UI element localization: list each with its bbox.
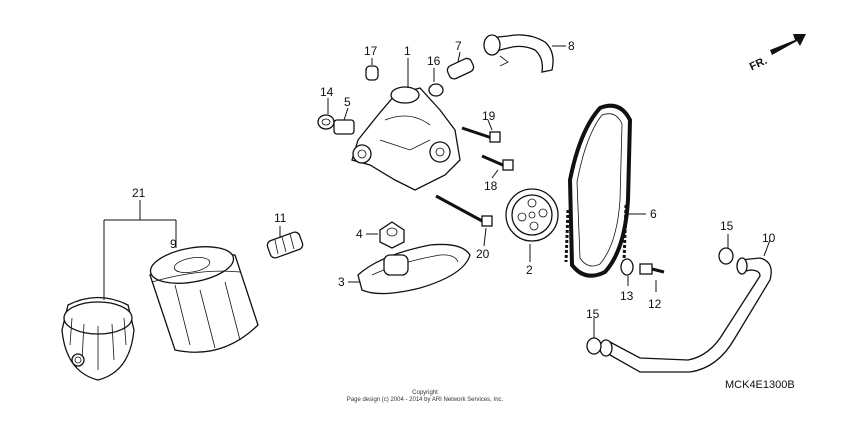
o-ring-15-lower	[586, 337, 602, 355]
bolt-12	[639, 263, 665, 275]
callout-1: 1	[404, 44, 411, 58]
callout-19: 19	[482, 109, 496, 123]
oil-pump-sprocket	[505, 188, 559, 242]
washer-13	[620, 258, 634, 276]
drive-chain	[564, 103, 633, 278]
oil-strainer	[357, 243, 471, 295]
o-ring-15-upper	[718, 247, 734, 265]
callout-15-lower: 15	[586, 307, 600, 321]
oil-filter	[149, 246, 259, 353]
bolt-19	[461, 126, 501, 143]
copyright-line-2: Page design (c) 2004 - 2014 by ARI Netwo…	[347, 397, 504, 403]
dowel-pin-17	[365, 65, 379, 81]
callout-16: 16	[427, 54, 441, 68]
callout-20: 20	[476, 247, 490, 261]
oil-pipe	[599, 257, 772, 373]
collar-5	[333, 119, 355, 135]
oil-hose	[483, 34, 554, 73]
callout-9: 9	[170, 237, 177, 251]
callout-14: 14	[320, 85, 334, 99]
callout-8: 8	[568, 39, 575, 53]
oil-pipe-fitting	[266, 231, 304, 259]
callout-11: 11	[274, 211, 287, 225]
callout-13: 13	[620, 289, 634, 303]
callout-7: 7	[455, 39, 462, 53]
callout-21: 21	[132, 186, 146, 200]
callout-6: 6	[650, 207, 657, 221]
callout-5: 5	[344, 95, 351, 109]
callout-18: 18	[484, 179, 498, 193]
oil-filter-cap	[61, 296, 135, 381]
bolt-18	[481, 154, 514, 171]
o-ring-16	[428, 83, 444, 97]
callout-2: 2	[526, 263, 533, 277]
o-ring-14	[317, 114, 335, 130]
diagram-code: MCK4E1300B	[725, 379, 795, 391]
joint-collar-7	[446, 57, 475, 80]
callout-3: 3	[338, 275, 345, 289]
oil-pump	[351, 86, 461, 191]
callout-15-upper: 15	[720, 219, 734, 233]
front-direction-label: FR.	[748, 55, 769, 73]
copyright-line-1: Copyright	[412, 390, 438, 396]
bolt-20	[435, 194, 493, 227]
callout-17: 17	[364, 44, 378, 58]
callout-4: 4	[356, 227, 363, 241]
callout-labels: 1 2 3 4 5 6 7 8 9 10 11 12 13 14 15 15 1…	[132, 39, 776, 321]
callout-10: 10	[762, 231, 776, 245]
nut-4	[379, 221, 405, 249]
callout-12: 12	[648, 297, 662, 311]
front-direction-indicator: FR.	[748, 34, 806, 73]
